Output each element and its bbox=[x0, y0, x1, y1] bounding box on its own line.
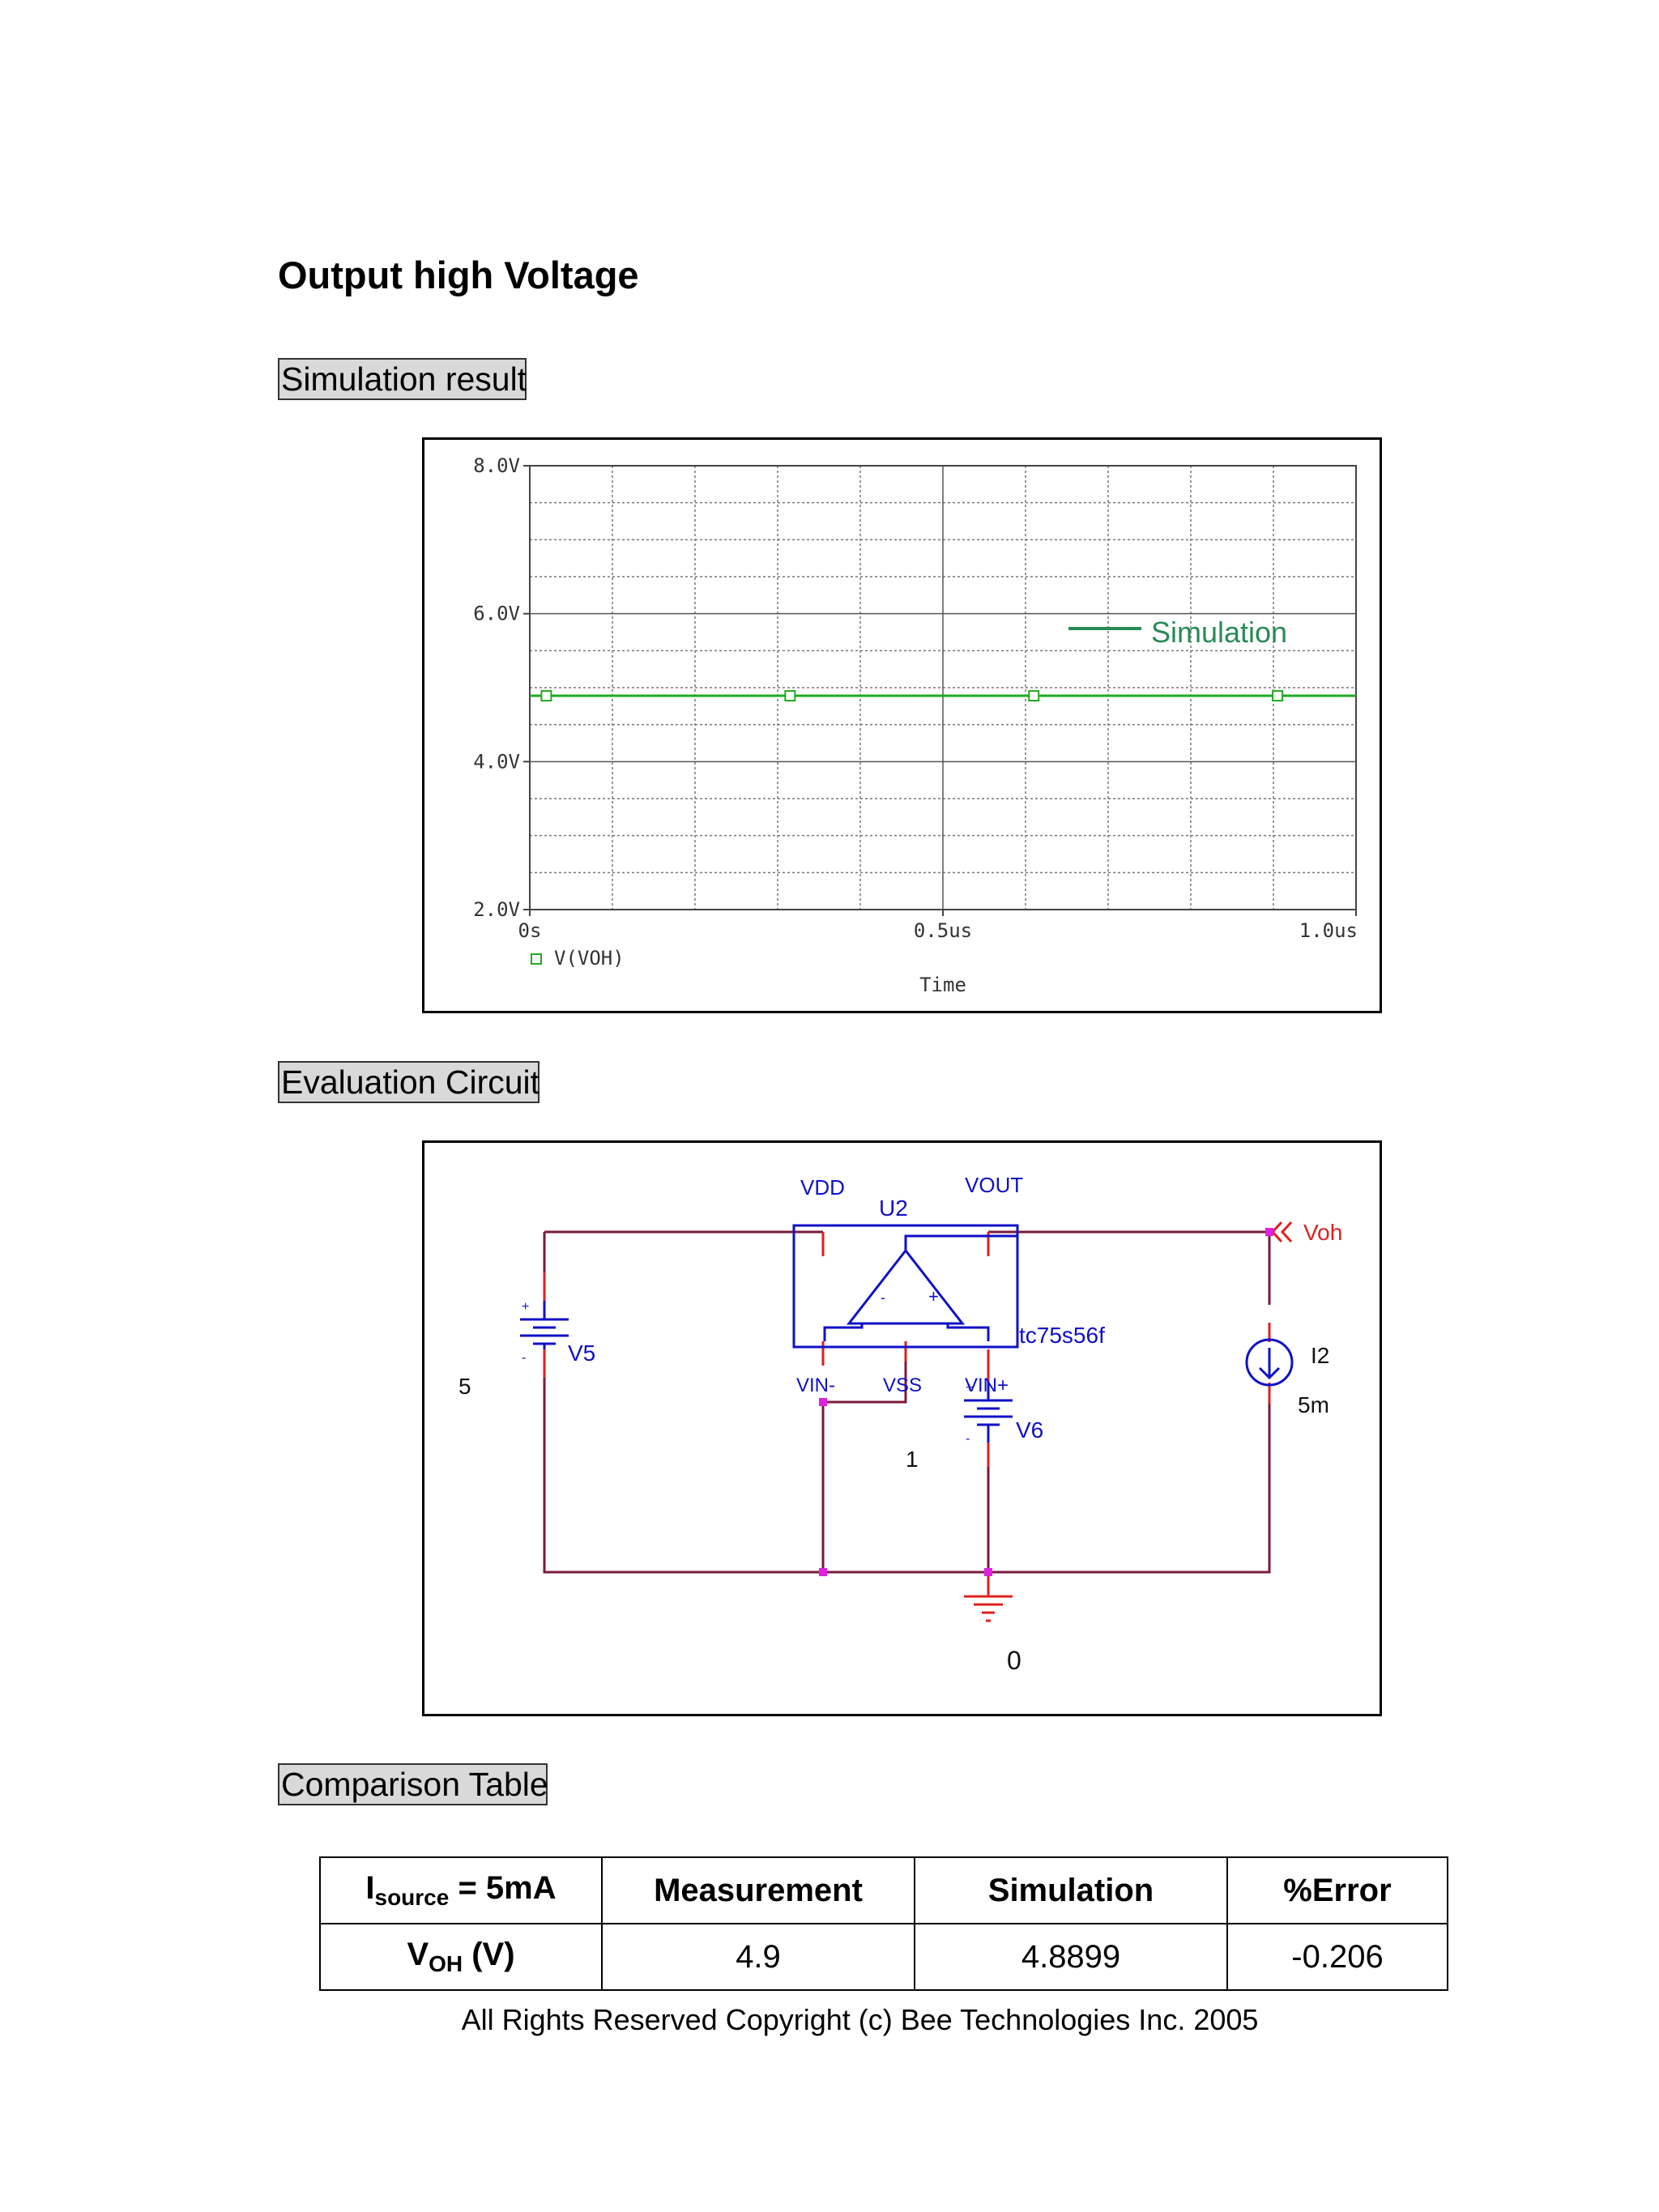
trace-marker-icon bbox=[531, 953, 542, 965]
ground-symbol bbox=[964, 1595, 1013, 1622]
y-tick-label: 2.0V bbox=[473, 898, 520, 921]
row-error: -0.206 bbox=[1226, 1923, 1448, 1991]
y-tick-label: 6.0V bbox=[473, 603, 520, 625]
row-measurement: 4.9 bbox=[601, 1923, 915, 1991]
junction-dot bbox=[819, 1568, 827, 1576]
series-marker bbox=[540, 690, 552, 702]
circuit-wires bbox=[543, 1230, 1271, 1574]
probe-chevron bbox=[1280, 1221, 1293, 1243]
y-tick-label: 4.0V bbox=[473, 750, 520, 773]
battery-v5 bbox=[520, 1301, 569, 1349]
junction-dot bbox=[1265, 1228, 1273, 1236]
vss-label: VSS bbox=[883, 1375, 922, 1396]
junction-dot bbox=[984, 1568, 992, 1576]
x-axis-label: Time bbox=[919, 974, 966, 996]
pin-stubs bbox=[543, 1232, 1271, 1596]
opamp-plus-sign: + bbox=[928, 1286, 939, 1306]
x-tick-label: 0s bbox=[518, 919, 542, 942]
vin-plus-label: VIN+ bbox=[965, 1375, 1009, 1396]
vdd-label: VDD bbox=[800, 1175, 845, 1200]
y-tick-label: 8.0V bbox=[473, 454, 520, 477]
wire bbox=[543, 1366, 1271, 1574]
series-marker bbox=[784, 690, 796, 702]
section-label-simulation-result: Simulation result bbox=[278, 358, 527, 400]
v6-label: V6 bbox=[1016, 1417, 1043, 1443]
wire bbox=[823, 1362, 907, 1404]
opamp-output-line bbox=[904, 1234, 1017, 1251]
legend-label: Simulation bbox=[1151, 616, 1287, 649]
v5-value: 5 bbox=[458, 1374, 471, 1399]
header-simulation: Simulation bbox=[914, 1856, 1228, 1924]
u2-label: U2 bbox=[879, 1196, 908, 1221]
x-tick-label: 0.5us bbox=[914, 919, 972, 942]
header-measurement: Measurement bbox=[601, 1856, 915, 1924]
header-param-rest: = 5mA bbox=[449, 1870, 557, 1906]
probe-chevron bbox=[1270, 1221, 1283, 1243]
opamp-triangle bbox=[846, 1248, 966, 1325]
opamp-input-plus-line bbox=[946, 1323, 990, 1341]
page-title: Output high Voltage bbox=[278, 254, 639, 296]
voh-label: Voh bbox=[1303, 1220, 1342, 1245]
ground-label: 0 bbox=[1007, 1646, 1021, 1675]
evaluation-circuit: - + + - + - bbox=[422, 1140, 1382, 1716]
part-label: tc75s56f bbox=[1019, 1323, 1105, 1348]
v6-minus-sign: - bbox=[966, 1432, 970, 1446]
v5-minus-sign: - bbox=[522, 1351, 526, 1365]
wire bbox=[988, 1230, 1271, 1305]
x-tick-label: 1.0us bbox=[1299, 919, 1358, 942]
row-param-rest: (V) bbox=[463, 1937, 515, 1972]
v6-value: 1 bbox=[906, 1447, 919, 1472]
table-row: VOH (V) 4.9 4.8899 -0.206 bbox=[319, 1923, 1448, 1991]
junction-dot bbox=[819, 1398, 827, 1406]
vout-label: VOUT bbox=[965, 1173, 1023, 1197]
header-param-main: I bbox=[365, 1870, 375, 1906]
v5-plus-sign: + bbox=[522, 1300, 529, 1314]
row-simulation: 4.8899 bbox=[914, 1923, 1228, 1991]
circuit-schematic: - + + - + - bbox=[458, 1173, 1342, 1675]
footer-copyright: All Rights Reserved Copyright (c) Bee Te… bbox=[461, 2003, 1259, 2036]
v5-label: V5 bbox=[568, 1340, 595, 1366]
v6-plus-sign: + bbox=[966, 1381, 973, 1395]
trace-label: V(VOH) bbox=[554, 947, 625, 970]
voh-probe-icon bbox=[1270, 1221, 1293, 1243]
header-error: %Error bbox=[1226, 1856, 1448, 1924]
current-source-arrow-head bbox=[1258, 1366, 1281, 1380]
series-marker bbox=[1272, 690, 1284, 702]
series-marker bbox=[1028, 690, 1040, 702]
section-label-comparison-table: Comparison Table bbox=[278, 1763, 548, 1805]
junction-dots bbox=[819, 1228, 1273, 1576]
opamp-u2 bbox=[792, 1224, 1019, 1349]
row-param: VOH (V) bbox=[319, 1923, 603, 1991]
current-source-i2 bbox=[1245, 1338, 1294, 1387]
battery-v6 bbox=[964, 1382, 1013, 1443]
current-source-circle bbox=[1245, 1338, 1294, 1387]
header-param-sub: source bbox=[374, 1885, 450, 1910]
comparison-table: Isource = 5mA Measurement Simulation %Er… bbox=[319, 1856, 1448, 1991]
opamp-body bbox=[792, 1224, 1019, 1349]
i2-value: 5m bbox=[1298, 1392, 1329, 1417]
header-param: Isource = 5mA bbox=[319, 1856, 603, 1924]
opamp-input-minus-line bbox=[823, 1323, 864, 1341]
table-header-row: Isource = 5mA Measurement Simulation %Er… bbox=[319, 1856, 1448, 1924]
i2-label: I2 bbox=[1311, 1343, 1329, 1368]
row-param-sub: OH bbox=[429, 1951, 463, 1976]
vin-minus-label: VIN- bbox=[796, 1375, 835, 1396]
opamp-minus-sign: - bbox=[881, 1289, 885, 1306]
section-label-evaluation-circuit: Evaluation Circuit bbox=[278, 1061, 539, 1103]
row-param-main: V bbox=[407, 1937, 429, 1972]
